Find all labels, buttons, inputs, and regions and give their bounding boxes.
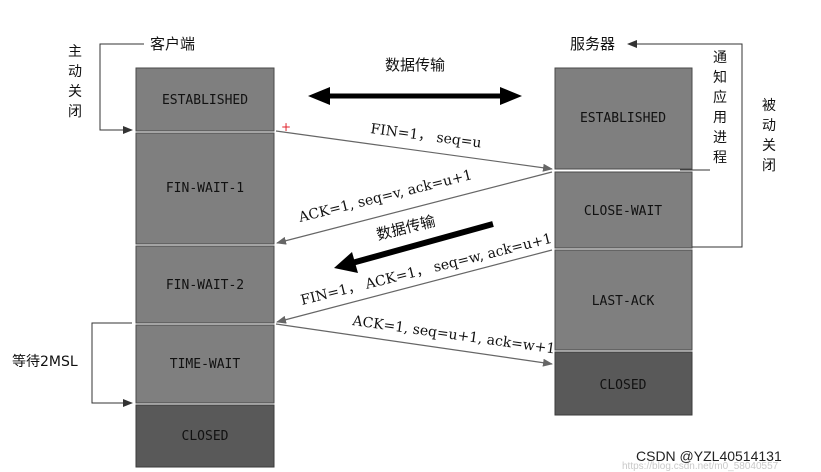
notify-application-label: 通 知 应 用 进 程 (713, 50, 727, 166)
data-transfer-double-arrow (308, 87, 522, 105)
server-state-close-wait (554, 171, 693, 249)
client-state-fin-wait-2 (135, 245, 275, 324)
svg-text:动: 动 (762, 118, 776, 134)
client-state-label: ESTABLISHED (162, 93, 248, 108)
svg-text:通: 通 (713, 50, 727, 66)
svg-text:程: 程 (713, 150, 727, 166)
svg-text:闭: 闭 (68, 104, 82, 120)
server-state-established (554, 67, 693, 170)
active-close-bracket-arrow (99, 43, 144, 134)
server-state-closed (554, 351, 693, 416)
svg-text:闭: 闭 (762, 158, 776, 174)
svg-text:知: 知 (713, 69, 727, 86)
svg-text:关: 关 (68, 84, 82, 100)
wait-2msl-label: 等待2MSL (12, 353, 78, 370)
active-close-label: 主 动 关 闭 (68, 44, 82, 120)
client-state-time-wait (135, 324, 275, 404)
wait-2msl-bracket-arrow (91, 322, 133, 407)
server-state-label: ESTABLISHED (580, 111, 666, 126)
client-state-column: ESTABLISHED FIN-WAIT-1 FIN-WAIT-2 TIME-W… (135, 67, 275, 468)
server-state-column: ESTABLISHED CLOSE-WAIT LAST-ACK CLOSED (554, 67, 693, 416)
svg-text:进: 进 (713, 130, 727, 146)
data-transfer-mid-arrow (334, 221, 494, 273)
ack2-arrow (275, 323, 553, 367)
data-transfer-top-label: 数据传输 (385, 56, 445, 74)
svg-text:动: 动 (68, 64, 82, 80)
server-state-label: CLOSE-WAIT (584, 204, 662, 219)
server-state-last-ack (554, 249, 693, 351)
client-state-established (135, 67, 275, 132)
ack2-label: ACK=1, seq=u+1, ack=w+1 (350, 313, 556, 357)
server-title: 服务器 (570, 35, 615, 53)
client-state-closed (135, 404, 275, 468)
server-state-label: LAST-ACK (592, 294, 655, 309)
csdn-watermark: CSDN @YZL40514131 (636, 448, 782, 464)
svg-text:主: 主 (68, 44, 82, 60)
client-state-label: FIN-WAIT-2 (166, 278, 244, 293)
svg-text:关: 关 (762, 138, 776, 154)
fin2-arrow (276, 249, 553, 324)
ack1-arrow (276, 171, 553, 245)
svg-text:应: 应 (713, 89, 727, 106)
wait-2msl-label-bg (10, 350, 90, 370)
client-state-label: CLOSED (182, 429, 229, 444)
fin1-label: FIN=1， seq=u (369, 121, 482, 151)
svg-text:用: 用 (713, 110, 727, 126)
client-state-fin-wait-1 (135, 132, 275, 245)
client-title: 客户端 (150, 35, 195, 53)
client-state-label: TIME-WAIT (170, 357, 241, 372)
red-plus-marker: + (281, 120, 291, 134)
server-state-label: CLOSED (600, 378, 647, 393)
fin1-arrow (275, 130, 553, 172)
passive-close-bracket-arrow (627, 40, 743, 248)
passive-close-label: 被 动 关 闭 (762, 98, 776, 174)
svg-text:被: 被 (762, 98, 776, 114)
ack1-label: ACK=1, seq=v, ack=u+1 (296, 167, 474, 226)
client-state-label: FIN-WAIT-1 (166, 181, 244, 196)
watermark-url: https://blog.csdn.net/m0_58040557 (622, 461, 779, 472)
